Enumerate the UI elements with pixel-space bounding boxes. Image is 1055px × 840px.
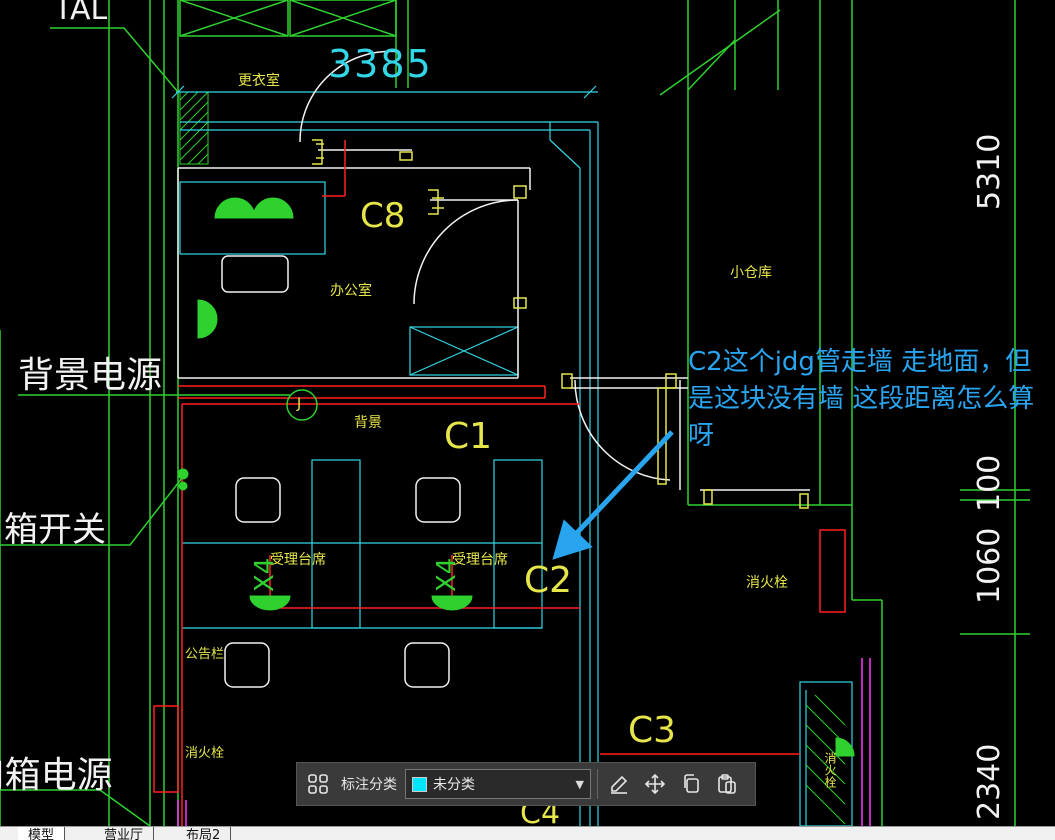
label-box-power: J箱电源 <box>0 755 113 796</box>
label-reception-2: 受理台席 <box>452 552 508 568</box>
junction-box-marker <box>286 389 318 421</box>
annotation-note: C2这个jdg管走墙 走地面，但是这块没有墙 这段距离怎么算呀 <box>688 347 1035 451</box>
label-small-warehouse: 小仓库 <box>730 265 772 281</box>
label-box-switch: 箱开关 <box>4 510 106 550</box>
label-bulletin: 公告栏 <box>185 647 225 662</box>
label-fire-hydrant-vertical: 消火栓 <box>823 752 837 788</box>
label-fire-hydrant-right: 消火栓 <box>746 575 788 591</box>
grid-icon[interactable] <box>303 769 333 799</box>
dimension-2340: 2340 <box>972 743 1007 820</box>
label-c3: C3 <box>628 710 677 751</box>
category-label: 标注分类 <box>341 777 397 793</box>
label-j-marker: J <box>297 396 302 412</box>
edit-icon[interactable] <box>604 769 634 799</box>
category-select[interactable]: 未分类 ▼ <box>405 769 591 799</box>
label-c8: C8 <box>360 196 406 236</box>
move-icon[interactable] <box>640 769 670 799</box>
tab-layout-2[interactable]: 布局2 <box>176 827 232 840</box>
label-changing-room: 更衣室 <box>238 73 280 89</box>
layout-tab-bar: 模型 营业厅 布局2 <box>0 826 1055 840</box>
label-c2: C2 <box>524 560 573 601</box>
label-office: 办公室 <box>330 283 372 299</box>
copy-icon[interactable] <box>676 769 706 799</box>
toolbar-divider <box>597 769 598 799</box>
label-background-power: 背景电源 <box>18 355 163 396</box>
label-fire-hydrant-left: 消火栓 <box>185 746 225 761</box>
dimension-1060: 1060 <box>972 527 1007 604</box>
chevron-down-icon: ▼ <box>575 777 584 791</box>
category-selected-value: 未分类 <box>433 777 475 793</box>
tab-model[interactable]: 模型 <box>18 827 66 840</box>
dimension-5310: 5310 <box>972 133 1007 210</box>
label-x4-left: X4 <box>250 557 280 592</box>
label-background: 背景 <box>354 415 382 431</box>
dimension-3385: 3385 <box>328 42 433 86</box>
annotation-toolbar: 标注分类 未分类 ▼ <box>296 762 756 806</box>
label-c1: C1 <box>444 416 493 457</box>
category-color-swatch <box>412 776 427 792</box>
tab-business-hall[interactable]: 营业厅 <box>94 827 155 840</box>
label-top-left-fragment: TAL <box>54 0 108 27</box>
paste-icon[interactable] <box>712 769 742 799</box>
dimension-100: 100 <box>972 454 1007 512</box>
label-x4-right: X4 <box>432 557 462 592</box>
label-reception-1: 受理台席 <box>270 552 326 568</box>
annotation-arrow <box>552 430 674 560</box>
